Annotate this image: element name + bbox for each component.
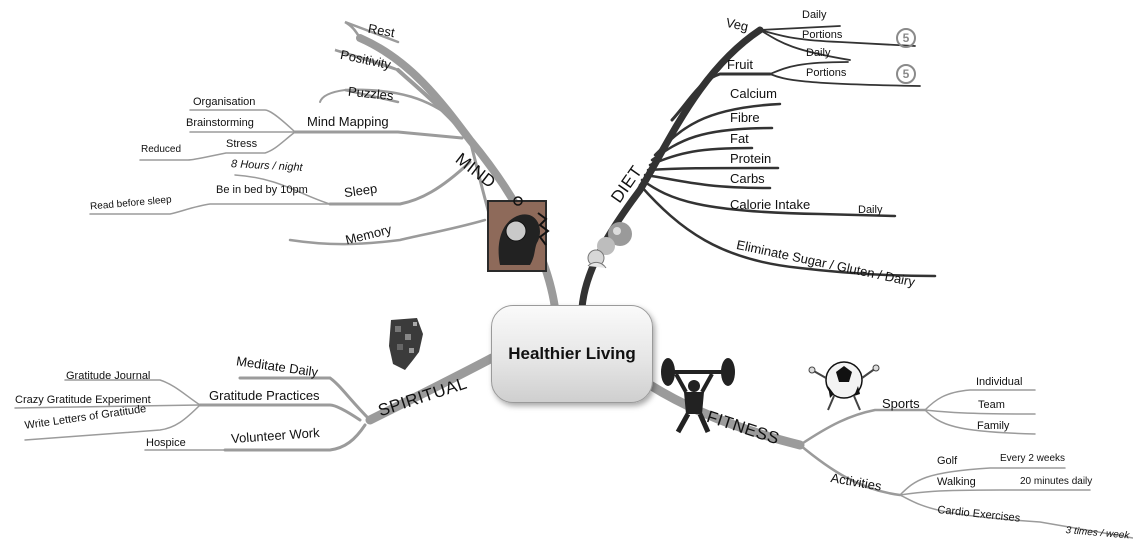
diet-fruit-daily[interactable]: Daily bbox=[806, 47, 831, 59]
spiritual-hospice[interactable]: Hospice bbox=[146, 437, 186, 449]
brain-head-illustration bbox=[487, 196, 550, 272]
fitness-walking-frequency[interactable]: 20 minutes daily bbox=[1020, 476, 1093, 487]
fruit-illustration bbox=[587, 222, 632, 269]
fitness-sports[interactable]: Sports bbox=[882, 396, 920, 411]
diet-veg-portions[interactable]: Portions bbox=[802, 29, 843, 41]
mind-reduced[interactable]: Reduced bbox=[141, 144, 182, 155]
fitness-golf[interactable]: Golf bbox=[937, 455, 958, 467]
spiritual-gratitude-practices[interactable]: Gratitude Practices bbox=[209, 388, 320, 403]
fruit-portions-badge: 5 bbox=[896, 64, 916, 84]
central-topic[interactable]: Healthier Living bbox=[491, 305, 653, 403]
diet-calorie-daily[interactable]: Daily bbox=[858, 204, 883, 216]
veg-portions-badge: 5 bbox=[896, 28, 916, 48]
diet-veg-daily[interactable]: Daily bbox=[802, 9, 827, 21]
diet-fruit[interactable]: Fruit bbox=[727, 57, 753, 72]
soccer-ball-illustration bbox=[808, 361, 880, 411]
fitness-walking[interactable]: Walking bbox=[937, 476, 976, 488]
diet-carbs[interactable]: Carbs bbox=[730, 171, 765, 186]
mind-mind-mapping[interactable]: Mind Mapping bbox=[307, 114, 389, 129]
diet-fruit-portions[interactable]: Portions bbox=[806, 67, 847, 79]
spiritual-crazy-gratitude[interactable]: Crazy Gratitude Experiment bbox=[15, 394, 151, 406]
diet-protein[interactable]: Protein bbox=[730, 151, 772, 166]
fitness-family[interactable]: Family bbox=[977, 420, 1010, 432]
diet-fibre[interactable]: Fibre bbox=[730, 110, 760, 125]
diet-calorie-intake[interactable]: Calorie Intake bbox=[730, 197, 811, 212]
central-topic-label: Healthier Living bbox=[508, 344, 636, 363]
pixel-head-illustration bbox=[389, 318, 423, 370]
mind-brainstorming[interactable]: Brainstorming bbox=[186, 117, 254, 129]
mind-stress[interactable]: Stress bbox=[226, 138, 258, 150]
diet-calcium[interactable]: Calcium bbox=[730, 86, 777, 101]
spiritual-gratitude-journal[interactable]: Gratitude Journal bbox=[66, 370, 151, 382]
mind-organisation[interactable]: Organisation bbox=[193, 96, 256, 108]
diet-fat[interactable]: Fat bbox=[730, 131, 749, 146]
fitness-golf-frequency[interactable]: Every 2 weeks bbox=[1000, 453, 1066, 464]
weightlifter-illustration bbox=[661, 358, 735, 434]
fitness-team[interactable]: Team bbox=[978, 399, 1005, 411]
fitness-individual[interactable]: Individual bbox=[976, 376, 1023, 388]
mind-bed-by-10pm[interactable]: Be in bed by 10pm bbox=[216, 184, 308, 196]
